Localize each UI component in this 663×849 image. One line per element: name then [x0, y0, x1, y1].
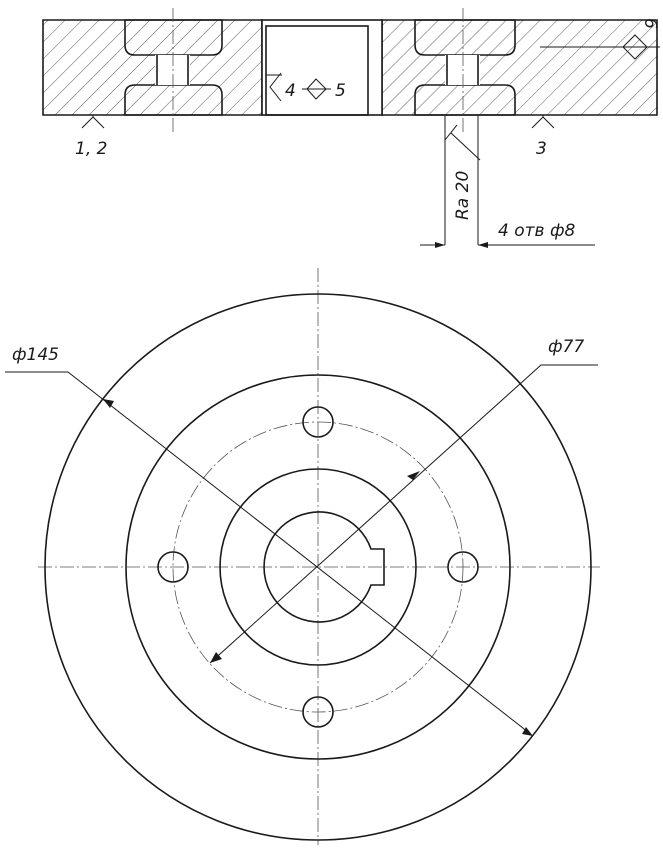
- roughness-leader: [444, 115, 481, 245]
- hole-pocket-right-bottom: [414, 84, 516, 116]
- bolt-hole-right: [447, 551, 479, 583]
- bore-with-keyway: [263, 511, 385, 623]
- label-base-3: 3: [536, 139, 547, 159]
- label-holes: 4 отв ф8: [498, 221, 575, 241]
- flange-circle: [125, 374, 511, 760]
- central-bore: [261, 19, 383, 116]
- hub-circle: [219, 468, 417, 666]
- label-dia-inner: ф77: [548, 337, 584, 357]
- label-surface-4: 4: [285, 81, 296, 101]
- base-mark-12: [81, 115, 105, 129]
- label-surface-6: 6: [640, 18, 660, 29]
- surface-mark-6: [622, 34, 648, 60]
- label-base-12: 1, 2: [75, 139, 107, 159]
- dim-outer-leader: [5, 371, 529, 733]
- section-view: 1, 2 4 5 3 6 Ra 20 4 отв ф8: [42, 8, 660, 248]
- section-body-left: [42, 19, 263, 116]
- label-dia-outer: ф145: [12, 345, 59, 365]
- hole-left: [155, 55, 190, 85]
- base-mark-3: [531, 115, 555, 129]
- keyway-outline: [265, 25, 369, 116]
- hole-right: [445, 55, 480, 85]
- hole-pocket-left-bottom: [124, 84, 223, 116]
- bolt-hole-bottom: [302, 696, 334, 728]
- label-surface-5: 5: [335, 81, 346, 101]
- surface-mark-5: [302, 78, 331, 100]
- outer-circle: [44, 293, 592, 841]
- bolt-circle: [172, 421, 464, 713]
- hole-pocket-left-top: [124, 19, 223, 56]
- bolt-hole-top: [302, 406, 334, 438]
- label-roughness: Ra 20: [453, 171, 473, 220]
- surface-mark-4: [266, 72, 282, 102]
- bolt-hole-left: [157, 551, 189, 583]
- hole-pocket-right-top: [414, 19, 516, 56]
- plan-view: ф145 ф77: [5, 268, 600, 845]
- dim-inner-leader: [209, 364, 598, 664]
- section-body-right: [381, 19, 658, 116]
